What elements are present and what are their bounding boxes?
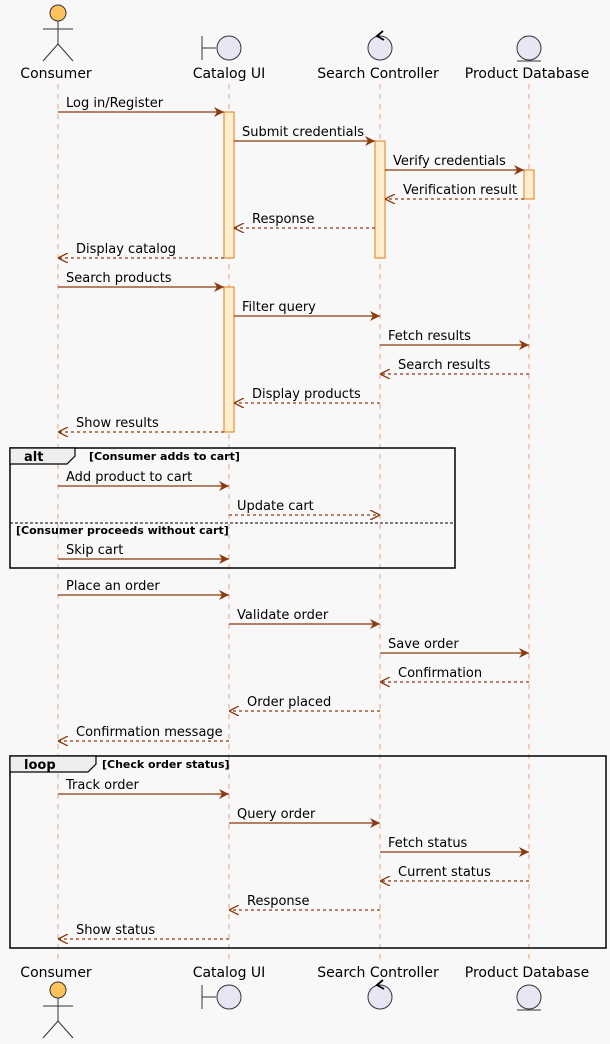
alt-condition: [Consumer adds to cart] (89, 450, 240, 463)
participant-search-controller-label-bottom: Search Controller (317, 965, 439, 981)
activation-db-1 (523, 169, 535, 200)
message-label: Confirmation (398, 666, 482, 681)
message-15: Skip cart (58, 543, 229, 564)
message-24: Fetch status (380, 836, 529, 857)
message-label: Verify credentials (393, 154, 506, 169)
message-7: Search products (58, 271, 224, 292)
message-label: Response (247, 894, 309, 909)
actor-icon (42, 981, 74, 1039)
participant-search-controller-label: Search Controller (317, 66, 439, 82)
participants-bottom: Consumer Catalog UI Search Controller Pr… (20, 965, 589, 1039)
message-label: Current status (398, 865, 491, 880)
message-label: Search results (398, 358, 491, 373)
participant-consumer-label: Consumer (20, 66, 92, 82)
alt-else-condition: [Consumer proceeds without cart] (16, 524, 229, 537)
message-label: Place an order (66, 579, 160, 594)
control-icon (367, 979, 393, 1010)
message-label: Fetch results (388, 329, 471, 344)
message-label: Filter query (242, 300, 316, 315)
boundary-icon (201, 984, 242, 1010)
loop-keyword: loop (24, 758, 56, 773)
message-18: Save order (380, 637, 529, 658)
message-10: Search results (380, 358, 529, 374)
message-27: Show status (58, 923, 229, 939)
fragment-loop: loop [Check order status] (9, 755, 607, 949)
message-12: Show results (58, 416, 224, 432)
message-26: Response (229, 894, 380, 910)
activation-catalog-1 (223, 111, 235, 259)
message-20: Order placed (229, 695, 380, 711)
message-label: Submit credentials (242, 125, 364, 140)
message-3: Verify credentials (385, 154, 524, 175)
actor-icon (42, 4, 74, 62)
message-11: Display products (234, 387, 380, 403)
participant-product-database-label: Product Database (465, 66, 589, 82)
message-2: Submit credentials (234, 125, 375, 146)
message-17: Validate order (229, 608, 380, 629)
participants-top: Consumer Catalog UI Search Controller Pr… (20, 4, 589, 82)
message-9: Fetch results (380, 329, 529, 350)
message-25: Current status (380, 865, 529, 881)
message-label: Show status (76, 923, 155, 938)
message-4: Verification result (385, 183, 524, 199)
message-22: Track order (58, 778, 229, 799)
message-label: Order placed (247, 695, 331, 710)
participant-catalog-ui-label-bottom: Catalog UI (193, 965, 266, 981)
boundary-icon (201, 35, 242, 61)
message-label: Search products (66, 271, 172, 286)
message-label: Display catalog (76, 242, 176, 257)
alt-frame (9, 447, 456, 569)
message-5: Response (234, 212, 375, 228)
message-label: Fetch status (388, 836, 468, 851)
message-8: Filter query (234, 300, 380, 321)
message-label: Add product to cart (66, 470, 192, 485)
message-1: Log in/Register (58, 96, 224, 117)
message-16: Place an order (58, 579, 229, 600)
message-label: Log in/Register (66, 96, 164, 111)
message-label: Show results (76, 416, 159, 431)
message-13: Add product to cart (58, 470, 229, 491)
participant-consumer-label-bottom: Consumer (20, 965, 92, 981)
message-label: Update cart (237, 499, 314, 514)
message-label: Confirmation message (76, 725, 223, 740)
message-23: Query order (229, 807, 380, 828)
entity-icon (516, 984, 542, 1011)
control-icon (367, 30, 393, 61)
message-label: Skip cart (66, 543, 123, 558)
activation-catalog-2 (223, 286, 235, 433)
message-label: Query order (237, 807, 316, 822)
loop-tab (9, 755, 97, 773)
alt-tab (9, 447, 76, 465)
loop-frame (9, 755, 607, 949)
loop-condition: [Check order status] (102, 758, 230, 771)
participant-catalog-ui-label: Catalog UI (193, 66, 266, 82)
message-label: Track order (65, 778, 139, 793)
message-label: Verification result (403, 183, 517, 198)
message-label: Save order (388, 637, 459, 652)
message-label: Validate order (237, 608, 329, 623)
lifelines (57, 84, 530, 962)
alt-keyword: alt (24, 450, 43, 465)
message-19: Confirmation (380, 666, 529, 682)
fragment-alt: alt [Consumer adds to cart] [Consumer pr… (9, 447, 456, 569)
message-label: Display products (252, 387, 361, 402)
message-14: Update cart (229, 499, 380, 515)
activations (223, 111, 535, 433)
message-6: Display catalog (58, 242, 224, 258)
participant-product-database-label-bottom: Product Database (465, 965, 589, 981)
message-label: Response (252, 212, 314, 227)
activation-search-1 (374, 140, 386, 259)
message-21: Confirmation message (58, 725, 229, 741)
entity-icon (516, 35, 542, 62)
